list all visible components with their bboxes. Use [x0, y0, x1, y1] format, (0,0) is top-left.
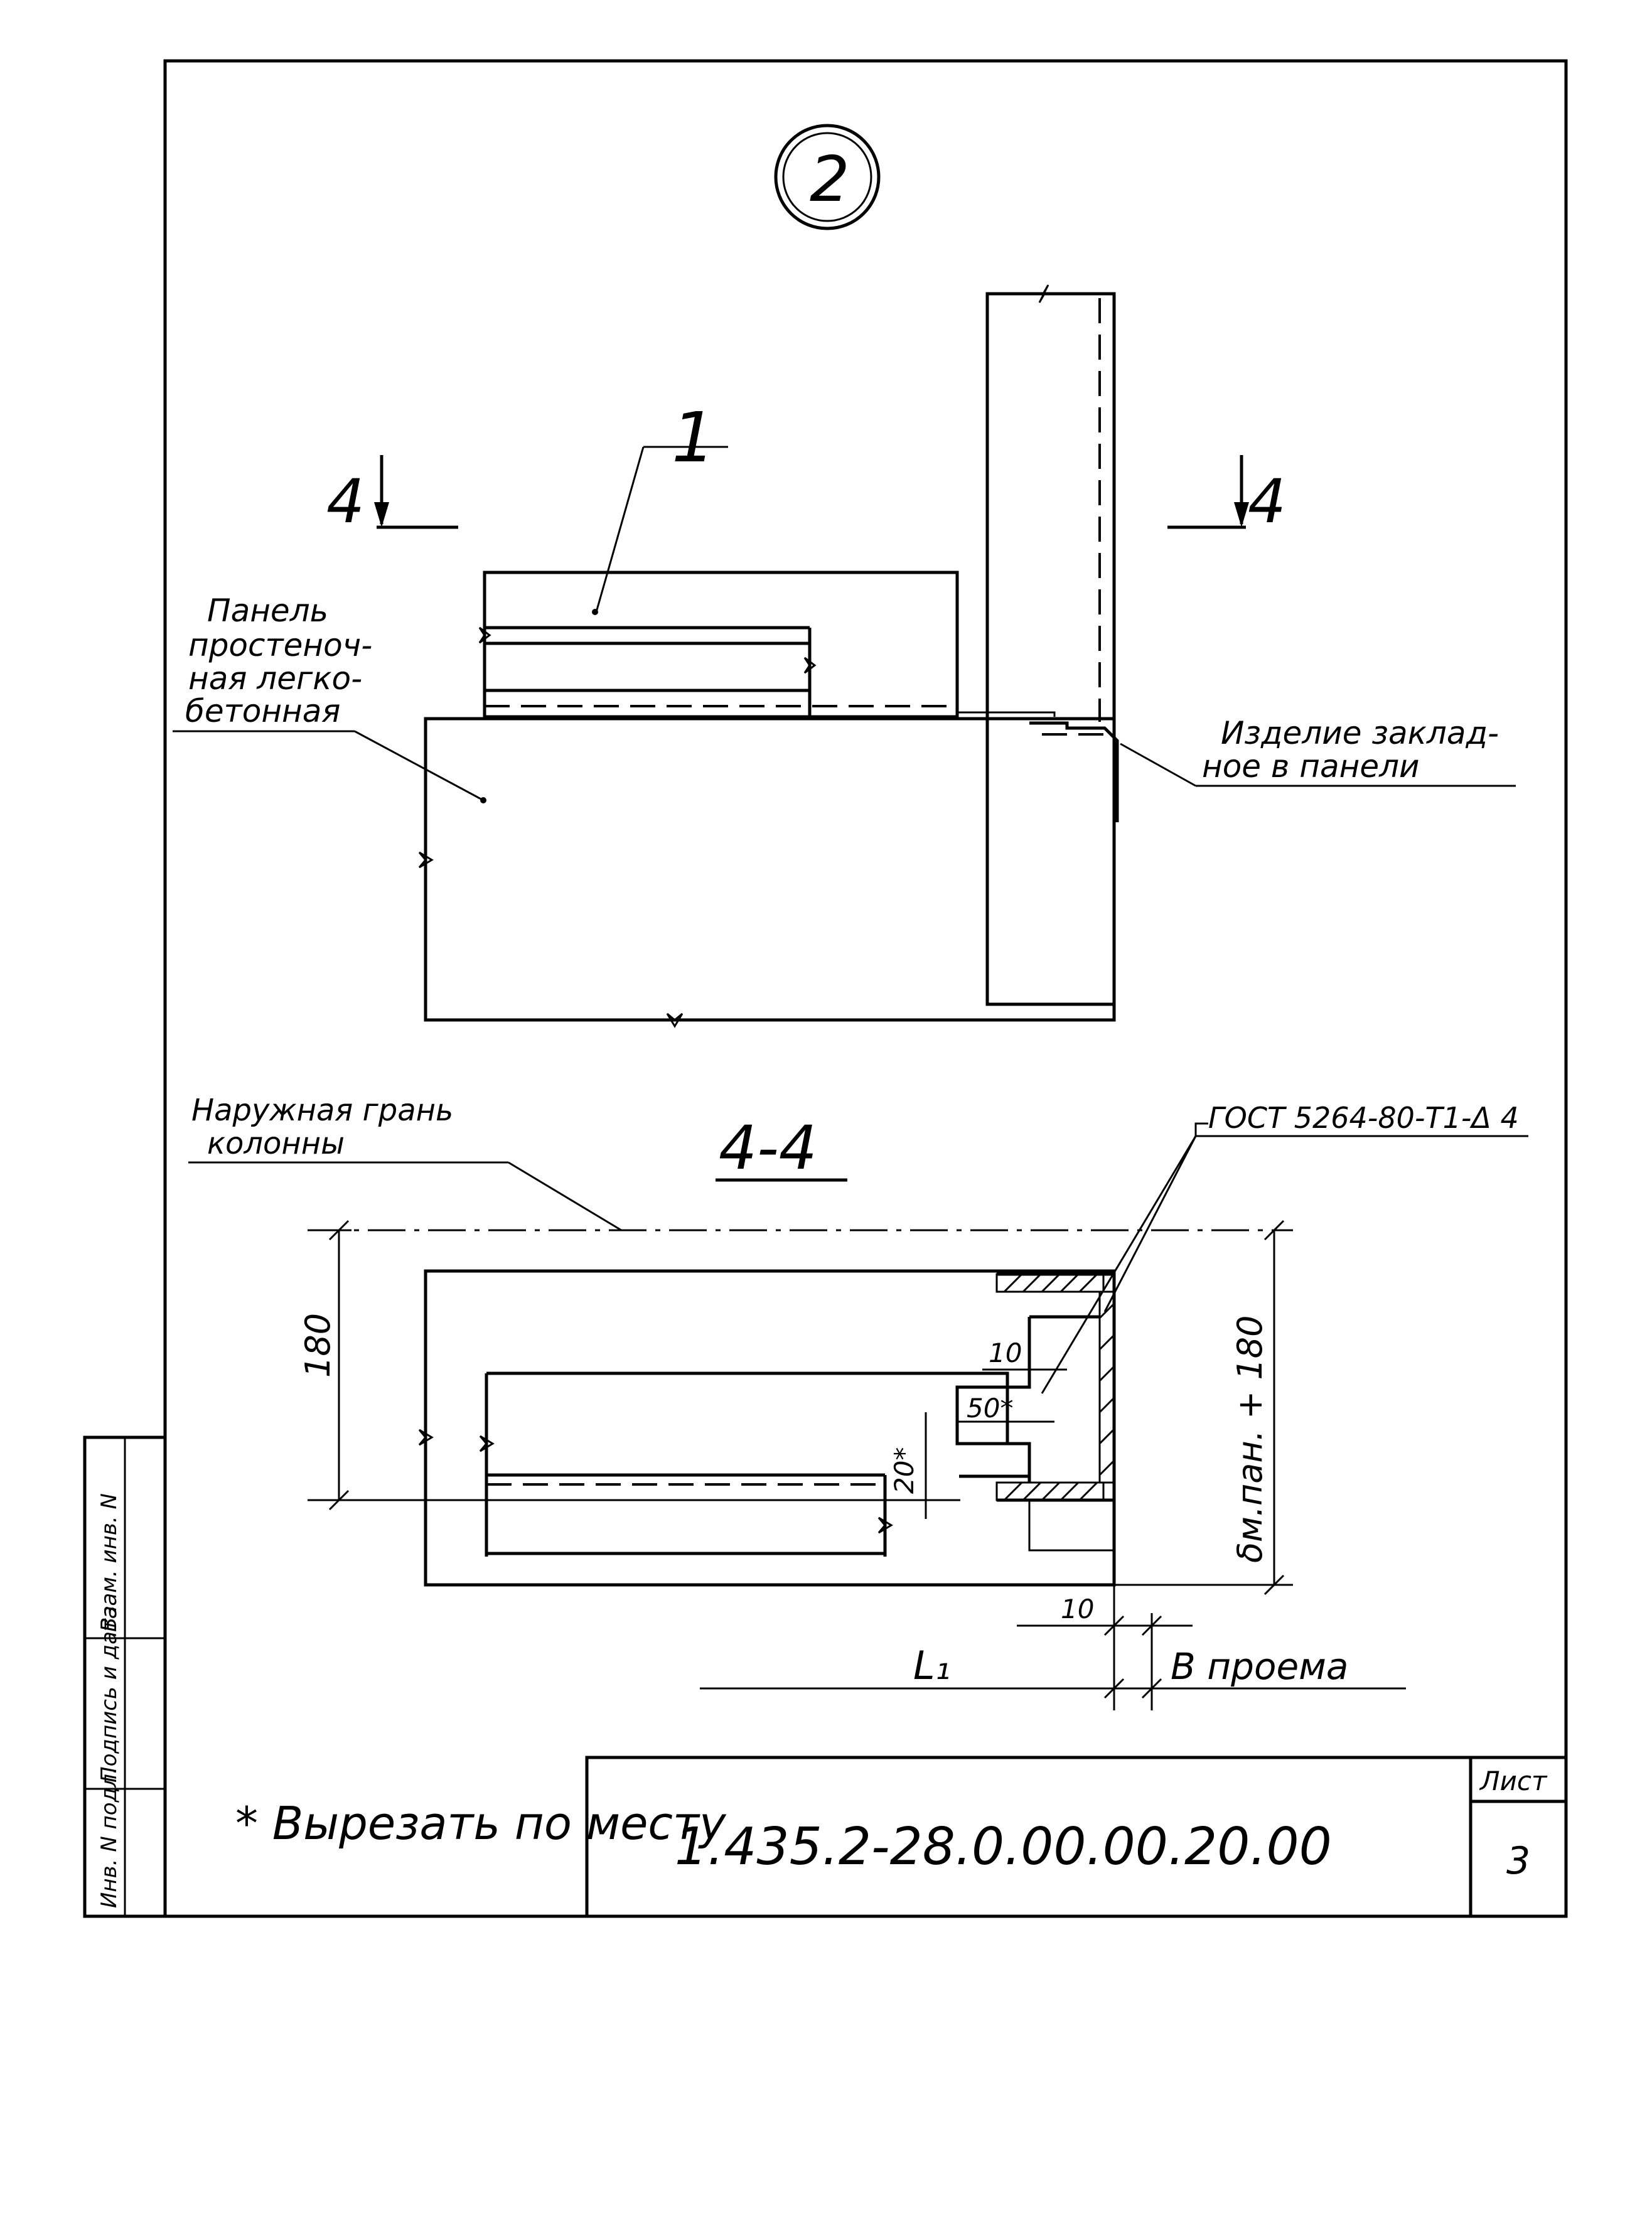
svg-text:Наружная грань: Наружная грань [191, 1093, 453, 1128]
svg-text:ная легко-: ная легко- [188, 660, 362, 697]
stamp-signature-date: Подпись и дата [97, 1606, 122, 1783]
weld-spec: ГОСТ 5264-80-Т1-Δ 4 [1208, 1101, 1519, 1135]
dim-180-left: 180 [298, 1313, 338, 1378]
node-number: 2 [810, 142, 850, 216]
svg-text:простеноч-: простеноч- [188, 627, 372, 663]
embedded-item-label: Изделие заклад- ное в панели [1202, 715, 1499, 785]
footnote: * Вырезать по месту [235, 1797, 727, 1850]
node-marker: 2 [774, 124, 881, 230]
svg-text:колонны: колонны [207, 1126, 345, 1161]
dim-10-top: 10 [989, 1338, 1022, 1368]
sheet-number: 3 [1506, 1839, 1530, 1883]
section-mark-right: 4 [1248, 466, 1286, 537]
section-title: 4-4 [719, 1113, 817, 1183]
panel-label: Панель простеноч- ная легко- бетонная [185, 593, 372, 729]
section-mark-left: 4 [326, 466, 365, 537]
column [985, 292, 1116, 1006]
section-4-4: 4-4 Наружная грань колонны ГОСТ 5264-80-… [188, 1093, 1528, 1710]
sheet-label: Лист [1479, 1766, 1548, 1796]
wall-panel [424, 717, 1116, 1022]
upper-view: 4 4 1 Панель простеноч- [173, 284, 1516, 1028]
side-stamp: Инв. N подл. Подпись и дата Взам. инв. N [83, 1435, 167, 1918]
title-block: 1.435.2-28.0.00.00.20.00 Лист 3 [585, 1756, 1568, 1918]
sheet-frame [163, 59, 1568, 1918]
dim-right-vertical: δм.пан. + 180 [1230, 1316, 1270, 1563]
document-code: 1.435.2-28.0.00.00.20.00 [675, 1817, 1332, 1877]
outer-face-label: Наружная грань колонны [191, 1093, 453, 1161]
dim-L1: L₁ [913, 1643, 950, 1688]
svg-text:Панель: Панель [207, 593, 328, 629]
dim-50: 50* [967, 1393, 1013, 1424]
svg-text:Изделие заклад-: Изделие заклад- [1221, 715, 1499, 751]
dim-20: 20* [889, 1447, 920, 1494]
dim-opening: В проема [1171, 1645, 1348, 1688]
callout-number: 1 [672, 397, 716, 478]
svg-text:бетонная: бетонная [185, 693, 340, 729]
svg-text:ное в панели: ное в панели [1202, 748, 1420, 785]
stamp-inv-replacement: Взам. инв. N [97, 1493, 122, 1632]
stamp-inv-original: Инв. N подл. [97, 1767, 122, 1908]
dim-10-bottom: 10 [1061, 1594, 1094, 1624]
